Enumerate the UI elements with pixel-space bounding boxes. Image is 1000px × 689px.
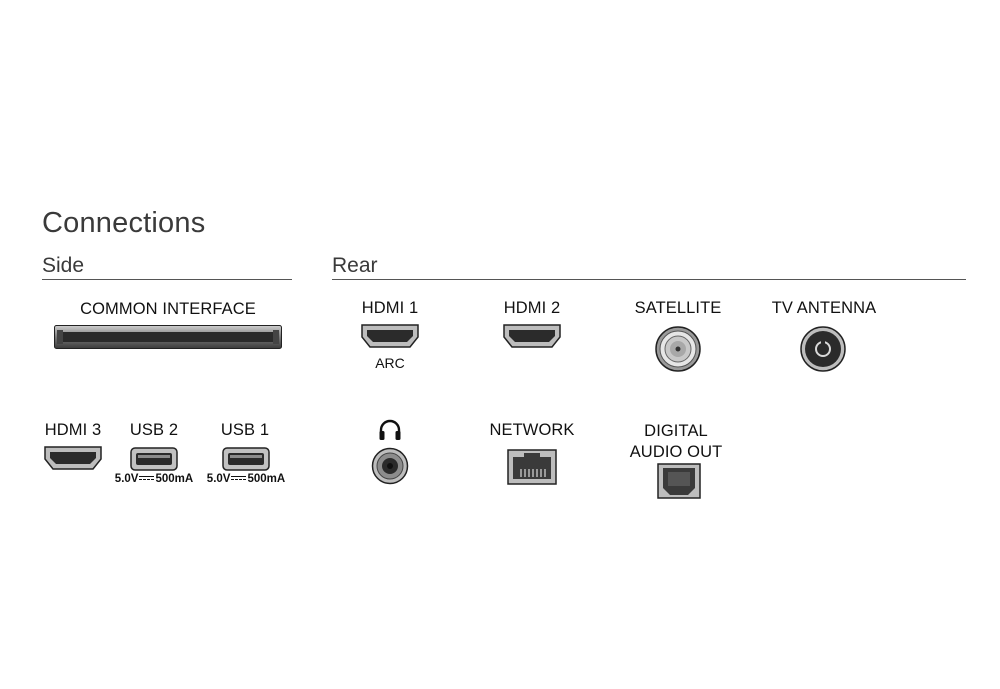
section-rear-header: Rear — [332, 254, 378, 277]
coax-f-connector-icon — [654, 325, 702, 373]
ci-slot-icon — [54, 325, 282, 349]
optical-port-icon — [657, 463, 701, 499]
hdmi-port-icon — [43, 445, 103, 471]
hdmi-port-icon — [360, 323, 420, 349]
usb1-spec: 5.0V 500mA — [200, 473, 292, 485]
audio-jack-icon — [371, 447, 409, 485]
hdmi-port-icon — [502, 323, 562, 349]
usb2-spec: 5.0V 500mA — [108, 473, 200, 485]
tv-antenna-label: TV ANTENNA — [771, 299, 877, 317]
network-label: NETWORK — [489, 421, 575, 439]
usb2-voltage: 5.0V — [114, 473, 139, 485]
usb1-voltage: 5.0V — [206, 473, 231, 485]
usb2-label: USB 2 — [129, 421, 179, 439]
dc-symbol-icon — [139, 476, 155, 481]
section-side-header: Side — [42, 254, 85, 277]
dc-symbol-icon — [231, 476, 247, 481]
satellite-label: SATELLITE — [634, 299, 722, 317]
hdmi3-label: HDMI 3 — [44, 421, 102, 439]
antenna-connector-icon — [799, 325, 847, 373]
page-title: Connections — [42, 207, 206, 239]
hdmi1-label: HDMI 1 — [361, 299, 419, 317]
usb-port-icon — [130, 447, 178, 471]
digital-audio-out-line2: AUDIO OUT — [629, 443, 723, 461]
rear-divider — [332, 279, 966, 280]
hdmi1-arc-label: ARC — [375, 355, 405, 371]
common-interface-label: COMMON INTERFACE — [80, 300, 256, 318]
headphone-icon — [378, 419, 402, 441]
side-divider — [42, 279, 292, 280]
digital-audio-out-line1: DIGITAL — [644, 422, 708, 440]
ethernet-port-icon — [507, 449, 557, 485]
usb1-current: 500mA — [247, 473, 286, 485]
usb1-label: USB 1 — [220, 421, 270, 439]
hdmi2-label: HDMI 2 — [503, 299, 561, 317]
usb-port-icon — [222, 447, 270, 471]
digital-audio-out-label: DIGITAL AUDIO OUT — [620, 421, 732, 463]
usb2-current: 500mA — [155, 473, 194, 485]
